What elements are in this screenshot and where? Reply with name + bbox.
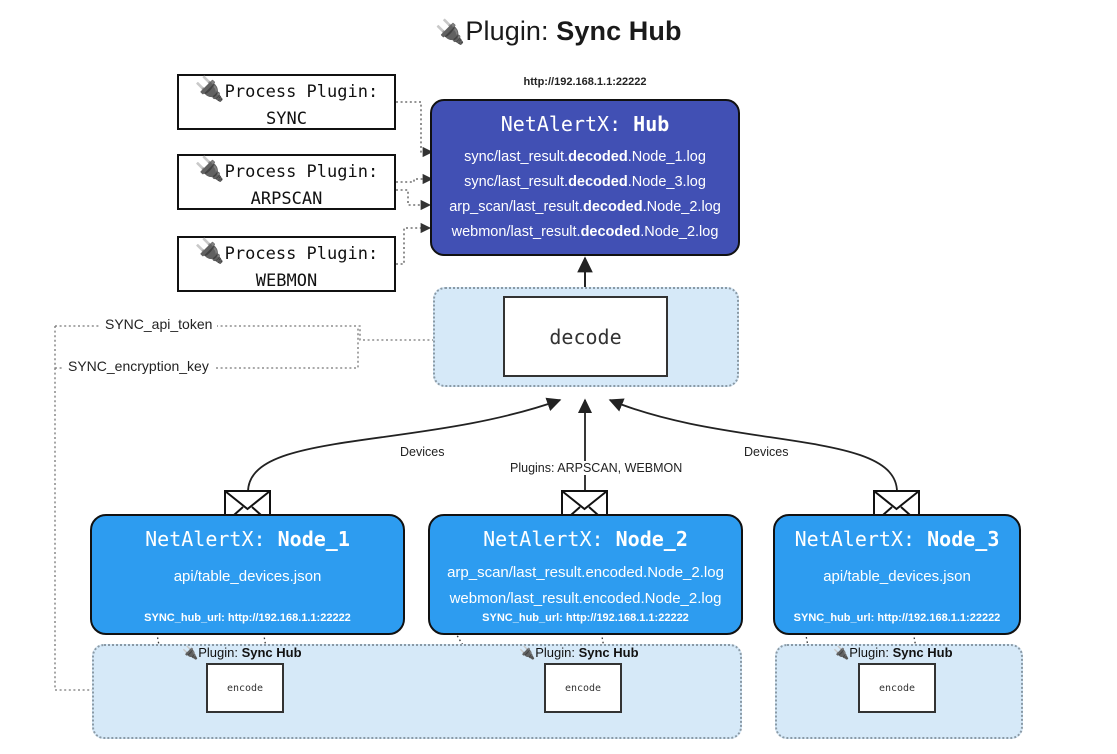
node-title: Node_1 (277, 527, 350, 551)
process-plugin-name: WEBMON (255, 271, 318, 292)
node-hub-url: SYNC_hub_url: http://192.168.1.1:22222 (793, 612, 1001, 624)
node-log-line: webmon/last_result.encoded.Node_2.log (449, 589, 722, 607)
hub-log-row: webmon/last_result.decoded.Node_2.log (451, 223, 719, 240)
encoder-plugin-label-3: 🔌Plugin: Sync Hub (833, 645, 953, 660)
edge-label-devices-left: Devices (396, 445, 449, 459)
process-plugin-title: Process Plugin: (224, 162, 379, 183)
node-title: Node_3 (927, 527, 1000, 551)
hub-card[interactable]: NetAlertX: Hub sync/last_result.decoded.… (430, 99, 740, 256)
hub-group: http://192.168.1.1:22222 NetAlertX: Hub … (430, 76, 740, 261)
plug-icon: 🔌 (833, 645, 850, 660)
hub-app-name: NetAlertX: (500, 112, 622, 136)
node-log-line: api/table_devices.json (823, 568, 971, 585)
node-card-node-3[interactable]: NetAlertX: Node_3 api/table_devices.json… (773, 514, 1021, 635)
node-log-line: api/table_devices.json (173, 568, 322, 585)
hub-title: Hub (633, 112, 670, 136)
encode-box-2[interactable]: encode (544, 663, 622, 713)
node-title: Node_2 (615, 527, 688, 551)
plug-icon: 🔌 (194, 155, 225, 184)
node-app-name: NetAlertX: (145, 527, 266, 551)
encode-box-1[interactable]: encode (206, 663, 284, 713)
decode-box[interactable]: decode (503, 296, 668, 377)
node-card-node-2[interactable]: NetAlertX: Node_2 arp_scan/last_result.e… (428, 514, 743, 635)
edge-label-devices-right: Devices (740, 445, 793, 459)
encode-label: encode (226, 682, 264, 694)
hub-log-row: arp_scan/last_result.decoded.Node_2.log (449, 198, 721, 215)
page-title-name: Sync Hub (556, 16, 682, 46)
process-plugin-name: ARPSCAN (250, 189, 323, 210)
secret-label-api-token: SYNC_api_token (100, 316, 218, 332)
hub-log-row: sync/last_result.decoded.Node_3.log (464, 173, 706, 190)
hub-log-row: sync/last_result.decoded.Node_1.log (464, 149, 706, 165)
hub-url-label: http://192.168.1.1:22222 (523, 76, 647, 88)
process-plugin-box-arpscan[interactable]: 🔌Process Plugin: ARPSCAN (177, 154, 396, 210)
node-hub-url: SYNC_hub_url: http://192.168.1.1:22222 (482, 612, 689, 624)
encoder-plugin-label-2: 🔌Plugin: Sync Hub (519, 645, 639, 660)
plug-icon: 🔌 (194, 237, 225, 266)
encode-container-left (92, 644, 742, 739)
process-plugin-title: Process Plugin: (224, 244, 379, 265)
decode-label: decode (549, 324, 622, 349)
page-title: 🔌Plugin: Sync Hub (0, 16, 1117, 47)
page-title-prefix: Plugin: (465, 16, 549, 46)
node-log-line: arp_scan/last_result.encoded.Node_2.log (447, 564, 724, 581)
edge-label-plugins-center: Plugins: ARPSCAN, WEBMON (506, 461, 687, 475)
node-card-node-1[interactable]: NetAlertX: Node_1 api/table_devices.json… (90, 514, 405, 635)
process-plugin-name: SYNC (266, 109, 307, 130)
encoder-plugin-label-1: 🔌Plugin: Sync Hub (182, 645, 302, 660)
plug-icon: 🔌 (194, 75, 225, 104)
encode-label: encode (564, 682, 602, 694)
node-hub-url: SYNC_hub_url: http://192.168.1.1:22222 (144, 612, 351, 624)
plug-icon: 🔌 (519, 645, 536, 660)
encode-label: encode (878, 682, 916, 694)
plug-icon: 🔌 (182, 645, 199, 660)
plug-icon: 🔌 (435, 19, 466, 46)
secret-label-encryption-key: SYNC_encryption_key (63, 358, 214, 374)
process-plugin-box-sync[interactable]: 🔌Process Plugin: SYNC (177, 74, 396, 130)
encode-box-3[interactable]: encode (858, 663, 936, 713)
process-plugin-title: Process Plugin: (224, 82, 379, 103)
process-plugin-box-webmon[interactable]: 🔌Process Plugin: WEBMON (177, 236, 396, 292)
node-app-name: NetAlertX: (794, 527, 916, 551)
node-app-name: NetAlertX: (483, 527, 604, 551)
